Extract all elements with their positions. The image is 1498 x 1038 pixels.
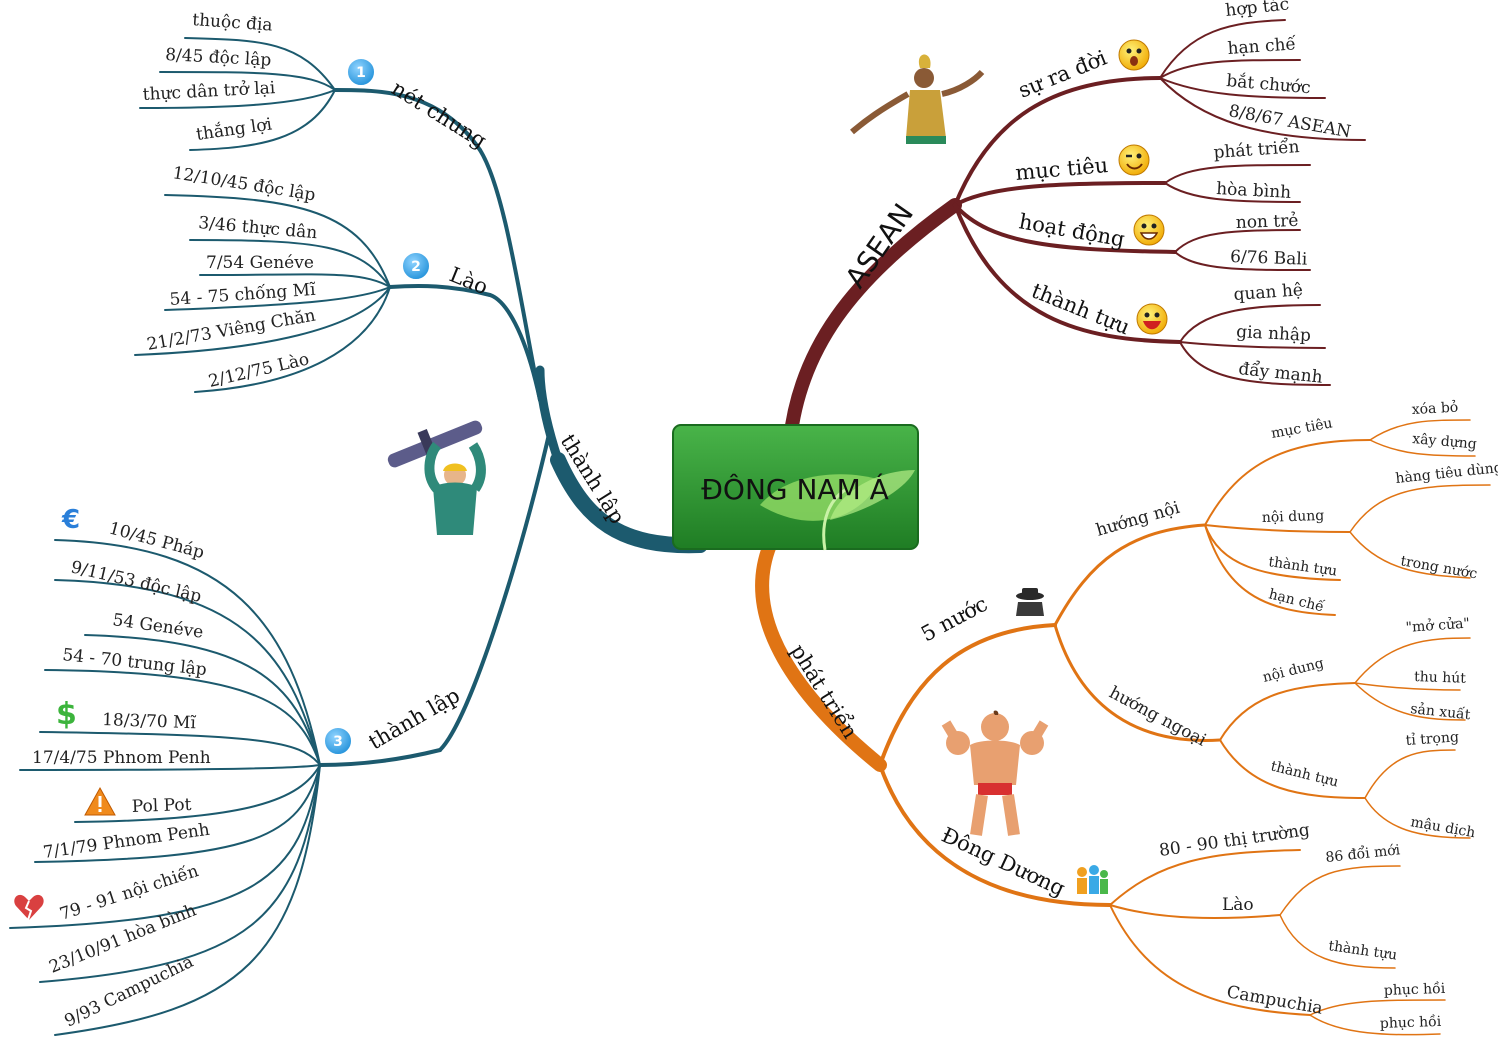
strongman-clipart <box>941 710 1049 836</box>
leaf-thuoc-dia[interactable]: thuộc địa <box>192 10 274 36</box>
leaf-8-45-doc-lap[interactable]: 8/45 độc lập <box>165 45 272 71</box>
leaf-2-12-75[interactable]: 2/12/75 Lào <box>207 349 311 392</box>
leaf-day-manh[interactable]: đẩy mạnh <box>1237 359 1323 388</box>
leaf-thanh-tuu-lao[interactable]: thành tựu <box>1327 937 1398 963</box>
leaf-quan-he[interactable]: quan hệ <box>1233 280 1304 305</box>
dollar-icon: $ <box>56 697 77 732</box>
node-noi-dung-hng[interactable]: nội dung <box>1261 655 1325 686</box>
badge-3: 3 <box>323 726 353 756</box>
leaf-thu-hut[interactable]: thu hút <box>1414 669 1467 687</box>
people-icon <box>1077 865 1108 894</box>
node-thanh-tuu-hng[interactable]: thành tựu <box>1269 757 1340 790</box>
leaf-86-doi-moi[interactable]: 86 đổi mới <box>1325 840 1402 866</box>
node-lao[interactable]: Lào <box>446 262 491 299</box>
spy-icon <box>1016 588 1044 616</box>
smiley-surprised-icon <box>1118 39 1150 71</box>
worker-clipart <box>387 420 486 535</box>
leaf-phuc-hoi-1[interactable]: phục hồi <box>1384 980 1446 999</box>
node-noi-dung-hn[interactable]: nội dung <box>1262 508 1325 526</box>
leaf-gia-nhap[interactable]: gia nhập <box>1236 322 1312 346</box>
badge-2: 2 <box>401 251 431 281</box>
node-hoat-dong[interactable]: hoạt động <box>1017 209 1126 251</box>
branch-phat-trien <box>755 419 1491 1036</box>
warning-icon <box>84 786 116 816</box>
leaf-6-76-bali[interactable]: 6/76 Bali <box>1230 247 1308 270</box>
node-campuchia[interactable]: Campuchia <box>1225 982 1324 1019</box>
leaf-thang-loi[interactable]: thắng lợi <box>195 114 274 144</box>
leaf-san-xuat[interactable]: sản xuất <box>1410 700 1472 723</box>
smiley-wink-icon <box>1118 144 1150 176</box>
leaf-han-che[interactable]: hạn chế <box>1227 34 1297 59</box>
leaf-xay-dung[interactable]: xây dựng <box>1412 431 1478 453</box>
leaf-3-46[interactable]: 3/46 thực dân <box>198 213 319 243</box>
branch-thanh-lap <box>9 37 708 1036</box>
euro-icon: € <box>61 505 80 535</box>
leaf-18-3-70[interactable]: 18/3/70 Mĩ <box>102 710 197 733</box>
leaf-non-tre[interactable]: non trẻ <box>1235 211 1298 233</box>
leaf-7-54[interactable]: 7/54 Genéve <box>206 253 314 273</box>
leaf-ti-trong[interactable]: tỉ trọng <box>1405 728 1459 749</box>
center-node[interactable]: ĐÔNG NAM Á <box>672 424 919 551</box>
svg-text:2: 2 <box>411 259 421 275</box>
svg-text:1: 1 <box>356 65 366 81</box>
svg-text:€: € <box>61 505 80 535</box>
broken-heart-icon <box>14 894 44 921</box>
leaf-17-4-75[interactable]: 17/4/75 Phnom Penh <box>32 748 211 768</box>
node-net-chung[interactable]: nét chung <box>387 76 490 153</box>
leaf-54-70[interactable]: 54 - 70 trung lập <box>61 645 207 680</box>
leaf-7-1-79[interactable]: 7/1/79 Phnom Penh <box>42 820 211 863</box>
leaf-phuc-hoi-2[interactable]: phục hồi <box>1380 1013 1442 1032</box>
leaf-54-75[interactable]: 54 - 75 chống Mĩ <box>169 280 317 310</box>
leaf-hop-tac[interactable]: hợp tác <box>1224 0 1290 21</box>
node-huong-ngoai[interactable]: hướng ngoại <box>1106 683 1210 751</box>
leaf-10-45-phap[interactable]: 10/45 Pháp <box>107 519 207 564</box>
smiley-laugh-icon <box>1136 303 1168 335</box>
smiley-grin-icon <box>1133 214 1165 246</box>
node-thanh-lap-3[interactable]: thành lập <box>365 683 464 754</box>
leaf-hang-tieu-dung[interactable]: hàng tiêu dùng <box>1395 459 1498 487</box>
svg-text:3: 3 <box>333 734 343 750</box>
node-huong-noi[interactable]: hướng nội <box>1094 498 1183 541</box>
center-title: ĐÔNG NAM Á <box>701 472 889 506</box>
leaf-phat-trien[interactable]: phát triển <box>1213 137 1300 163</box>
node-5-nuoc[interactable]: 5 nước <box>917 592 991 647</box>
node-lao-dd[interactable]: Lào <box>1222 895 1254 915</box>
leaf-xoa-bo[interactable]: xóa bỏ <box>1411 399 1458 418</box>
leaf-thuc-dan-tro-lai[interactable]: thực dân trở lại <box>142 78 276 105</box>
badge-1: 1 <box>346 57 376 87</box>
branch-asean <box>783 19 1366 447</box>
leaf-pol-pot[interactable]: Pol Pot <box>131 795 191 817</box>
leaf-trong-nuoc[interactable]: trong nước <box>1399 553 1478 582</box>
dancer-clipart <box>850 54 985 144</box>
leaf-mo-cua[interactable]: "mở cửa" <box>1405 615 1470 636</box>
node-muc-tieu-hn[interactable]: mục tiêu <box>1270 415 1334 442</box>
svg-text:$: $ <box>56 697 77 732</box>
leaf-hoa-binh[interactable]: hòa bình <box>1216 179 1292 203</box>
node-muc-tieu[interactable]: mục tiêu <box>1014 153 1109 185</box>
